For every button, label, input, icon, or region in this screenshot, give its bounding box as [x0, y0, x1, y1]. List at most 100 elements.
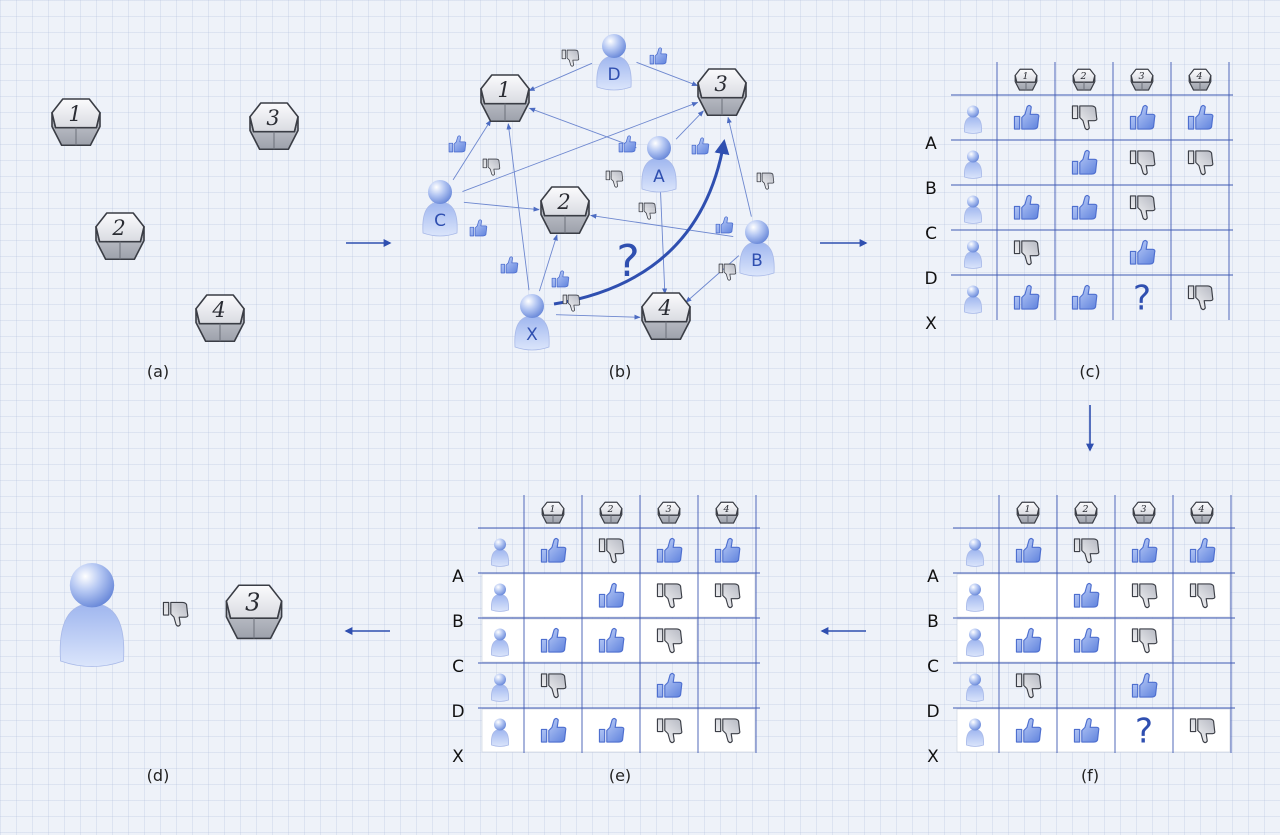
matrix-c-cell-B-3	[1129, 150, 1156, 176]
panel-b-edge-thumb-4	[618, 135, 637, 153]
matrix-c-cell-C-1	[1013, 194, 1040, 220]
edge-B-4	[685, 255, 740, 303]
matrix-c-user-D	[964, 240, 982, 269]
panel-d-thumb-down	[162, 601, 189, 627]
matrix-e-col-4: 4	[715, 501, 739, 524]
matrix-e-row-label-A: A	[452, 567, 464, 587]
matrix-e-col-4-label: 4	[723, 504, 730, 515]
panel-a-item-3-label: 3	[266, 106, 279, 130]
matrix-c-col-4-label: 4	[1196, 71, 1203, 82]
matrix-e-cell-C-2	[598, 627, 625, 653]
matrix-f-cell-C-1	[1015, 627, 1042, 653]
matrix-e-cell-C-1	[540, 627, 567, 653]
matrix-c-user-C	[964, 195, 982, 224]
panel-d-item-3-label: 3	[245, 589, 260, 617]
matrix-e-user-X	[491, 718, 509, 747]
matrix-e-row-label-X: X	[452, 747, 464, 767]
matrix-f-row-label-C: C	[927, 657, 939, 677]
matrix-f-col-3-label: 3	[1141, 504, 1147, 515]
panel-b-edge-thumb-3	[482, 158, 501, 176]
matrix-f-cell-D-3	[1131, 672, 1158, 698]
matrix-c-cell-B-2	[1071, 149, 1098, 175]
matrix-f-col-2-label: 2	[1082, 504, 1089, 515]
matrix-f-col-4-label: 4	[1198, 504, 1205, 515]
matrix-c-cell-X-3: ?	[1133, 279, 1151, 319]
matrix-e-col-1-label: 1	[550, 504, 556, 515]
panel-b-edge-thumb-14	[718, 263, 737, 281]
matrix-c-row-label-X: X	[925, 314, 937, 334]
caption-a: (a)	[147, 362, 169, 381]
panel-a-item-4-label: 4	[211, 298, 225, 322]
matrix-e-cell-B-2	[598, 582, 625, 608]
edge-C-3	[462, 102, 699, 192]
panel-b-item-1: 1	[480, 74, 530, 123]
matrix-c-row-label-D: D	[924, 269, 937, 289]
matrix-c-col-2: 2	[1072, 68, 1096, 91]
caption-c: (c)	[1079, 362, 1100, 381]
panel-b-question-mark: ?	[616, 236, 639, 287]
panel-b-edge-thumb-10	[715, 216, 734, 234]
matrix-f-col-4: 4	[1190, 501, 1214, 524]
matrix-e-cell-B-4	[714, 583, 741, 609]
matrix-f-row-label-D: D	[926, 702, 939, 722]
matrix-c-cell-D-3	[1129, 239, 1156, 265]
matrix-e-cell-X-2	[598, 717, 625, 743]
panel-b-edge-thumb-13	[562, 294, 581, 312]
edge-C-1	[452, 119, 492, 181]
panel-b-user-C-label: C	[434, 211, 446, 231]
panel-b-edge-thumb-12	[551, 270, 570, 288]
matrix-c-cell-X-2	[1071, 284, 1098, 310]
panel-a-item-3: 3	[249, 102, 299, 151]
panel-b-edge-thumb-2	[448, 135, 467, 153]
matrix-e-cell-A-4	[714, 537, 741, 563]
matrix-c-col-2-label: 2	[1080, 71, 1087, 82]
matrix-c-cell-X-1	[1013, 284, 1040, 310]
matrix-e-cell-X-1	[540, 717, 567, 743]
matrix-c-cell-D-1	[1013, 240, 1040, 266]
panel-b-user-X: X	[514, 294, 550, 351]
matrix-f-col-1: 1	[1016, 501, 1040, 524]
panel-a-item-2-label: 2	[111, 216, 125, 240]
panel-b-item-4: 4	[641, 292, 691, 341]
matrix-c-cell-B-4	[1187, 150, 1214, 176]
matrix-e-col-3-label: 3	[666, 504, 672, 515]
edge-C-2	[463, 201, 540, 212]
caption-e: (e)	[609, 766, 631, 785]
matrix-f-cell-A-3	[1131, 537, 1158, 563]
matrix-e-user-B	[491, 583, 509, 612]
matrix-e-col-1: 1	[541, 501, 565, 524]
matrix-c-col-4: 4	[1188, 68, 1212, 91]
caption-f: (f)	[1081, 766, 1099, 785]
matrix-c-col-1-label: 1	[1023, 71, 1029, 82]
edge-A-4	[659, 179, 668, 295]
matrix-c-col-3-label: 3	[1139, 71, 1145, 82]
matrix-e-user-C	[491, 628, 509, 657]
matrix-e-cell-A-1	[540, 537, 567, 563]
matrix-c-cell-A-1	[1013, 104, 1040, 130]
panel-b-item-3: 3	[697, 68, 747, 117]
matrix-f-cell-C-2	[1073, 627, 1100, 653]
matrix-e-cell-C-3	[656, 628, 683, 654]
matrix-f-cell-X-1	[1015, 717, 1042, 743]
panel-a-item-4: 4	[195, 294, 245, 343]
caption-b: (b)	[609, 362, 632, 381]
panel-b-user-C: C	[422, 180, 458, 237]
matrix-c-col-3: 3	[1130, 68, 1154, 91]
matrix-f-cell-D-1	[1015, 673, 1042, 699]
matrix-c-col-1: 1	[1014, 68, 1038, 91]
matrix-e-cell-B-3	[656, 583, 683, 609]
matrix-e-col-2: 2	[599, 501, 623, 524]
matrix-e-col-2-label: 2	[607, 504, 614, 515]
matrix-f-col-3: 3	[1132, 501, 1156, 524]
panel-b-user-A-label: A	[653, 167, 665, 187]
matrix-c-row-label-C: C	[925, 224, 937, 244]
matrix-c-user-B	[964, 150, 982, 179]
matrix-e-cell-D-1	[540, 673, 567, 699]
panel-b-item-1-label: 1	[497, 78, 510, 102]
matrix-f-col-2: 2	[1074, 501, 1098, 524]
edge-B-3	[726, 116, 752, 217]
matrix-e-cell-X-4	[714, 718, 741, 744]
edge-X-4	[555, 314, 641, 320]
